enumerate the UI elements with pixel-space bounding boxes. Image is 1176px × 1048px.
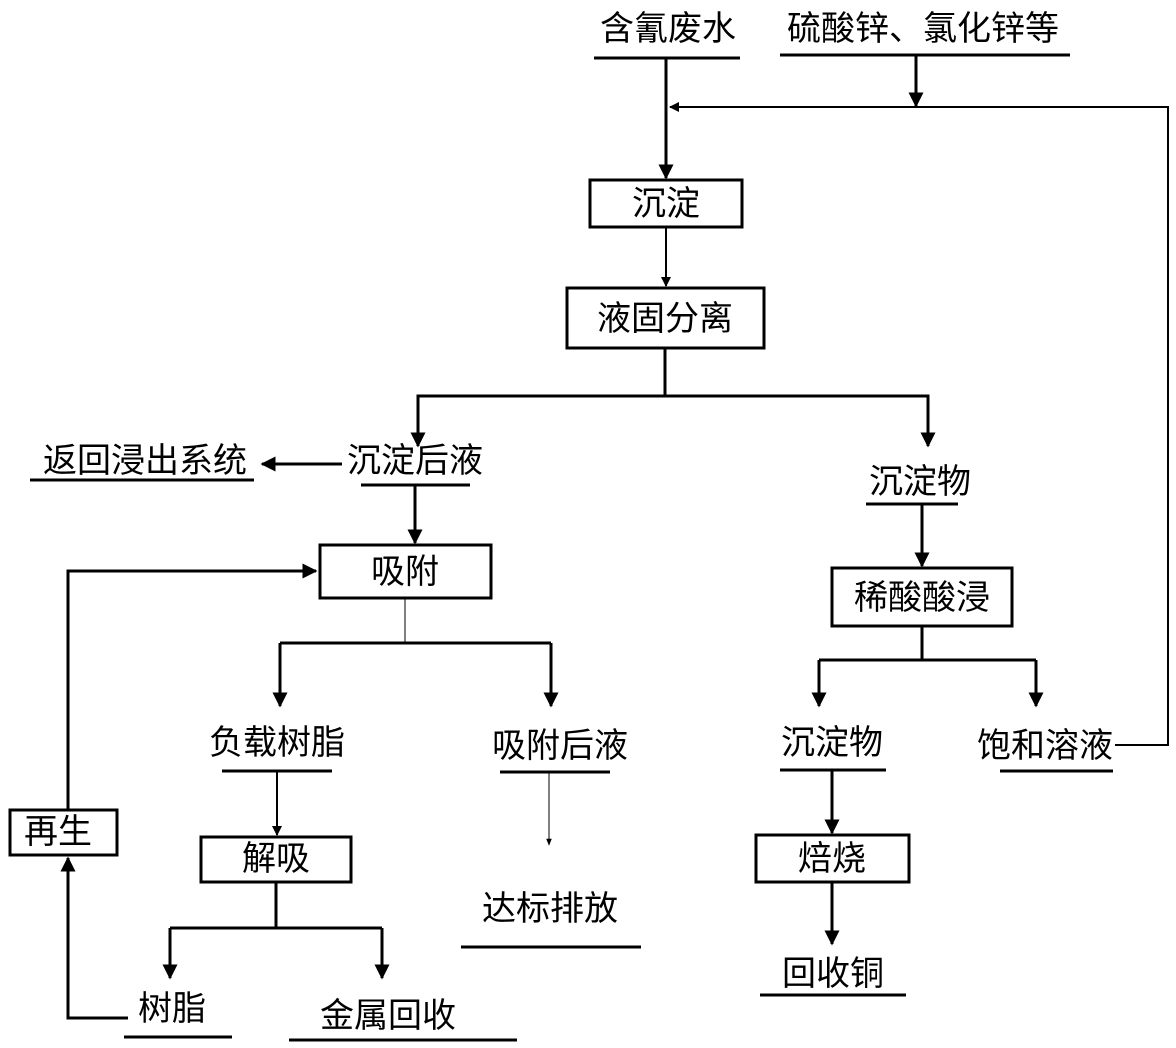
label-post-precip-liquid: 沉淀后液 xyxy=(347,441,483,481)
label-liquid-solid-separation: 液固分离 xyxy=(597,299,733,339)
label-dilute-acid-leach: 稀酸酸浸 xyxy=(854,578,990,618)
label-return-system: 返回浸出系统 xyxy=(43,441,247,481)
label-metal-recovery: 金属回收 xyxy=(320,996,456,1036)
label-precipitation: 沉淀 xyxy=(632,184,700,224)
box-roasting xyxy=(754,833,911,884)
label-wastewater: 含氰废水 xyxy=(600,9,736,49)
label-reagents: 硫酸锌、氯化锌等 xyxy=(787,9,1059,49)
box-precipitation xyxy=(588,178,744,229)
box-desorption xyxy=(199,835,353,884)
box-dilute-acid-leach xyxy=(830,566,1014,628)
label-precipitate-1: 沉淀物 xyxy=(869,462,971,502)
label-saturated-solution: 饱和溶液 xyxy=(977,726,1113,766)
label-loaded-resin: 负载树脂 xyxy=(209,723,345,763)
label-post-adsorption-liquid: 吸附后液 xyxy=(492,726,628,766)
line-separation-branches xyxy=(416,394,930,445)
label-copper-recovery: 回收铜 xyxy=(782,954,884,994)
label-resin: 树脂 xyxy=(138,989,206,1029)
arrow-regeneration-to-adsorption xyxy=(66,563,318,810)
arrow-resin-to-regeneration xyxy=(60,856,128,1020)
label-roasting: 焙烧 xyxy=(798,839,866,879)
box-regeneration xyxy=(8,808,119,857)
label-adsorption: 吸附 xyxy=(371,552,439,592)
label-desorption: 解吸 xyxy=(242,839,310,879)
label-precipitate-2: 沉淀物 xyxy=(781,723,883,763)
label-discharge: 达标排放 xyxy=(482,889,618,929)
label-regeneration: 再生 xyxy=(24,812,92,852)
arrow-recycle-saturated-solution xyxy=(669,102,1169,746)
